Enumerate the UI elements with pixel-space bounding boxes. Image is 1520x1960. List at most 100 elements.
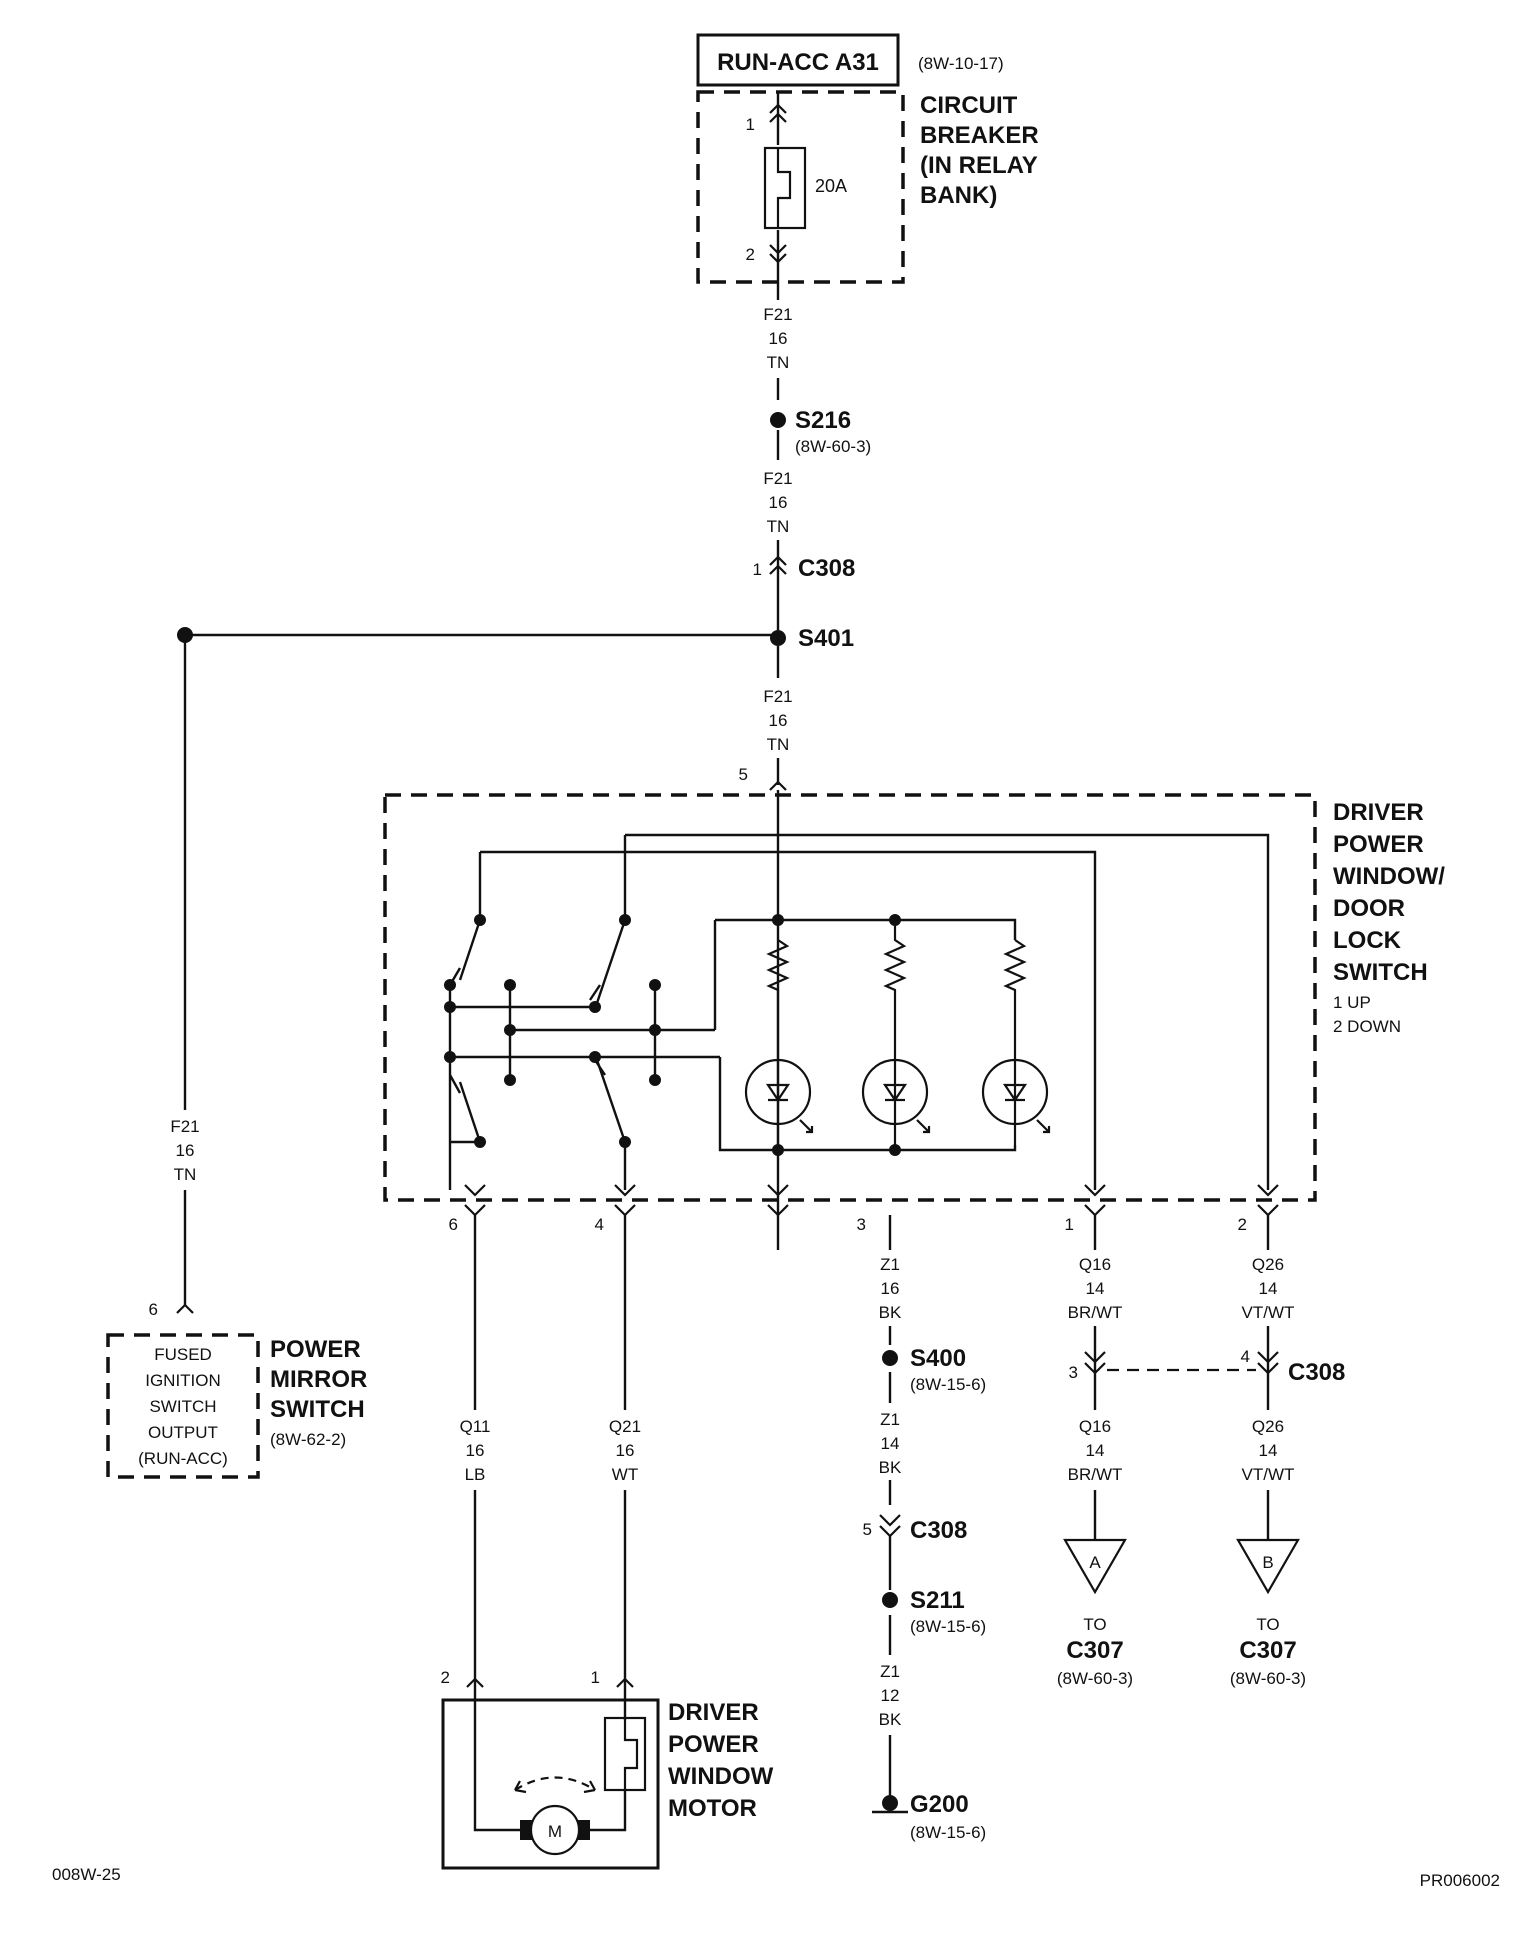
offpage-a-conn: C307 — [1066, 1637, 1123, 1664]
motor-housing — [441, 1698, 660, 1870]
offpage-a-to: TO — [1083, 1615, 1106, 1634]
ground-icon — [882, 1795, 898, 1811]
svg-text:FUSED: FUSED — [154, 1345, 212, 1364]
c308-pin1-connector-icon — [769, 555, 787, 575]
svg-text:BR/WT: BR/WT — [1068, 1303, 1123, 1322]
circuit-breaker-outline — [696, 90, 905, 284]
bus-mid-to-pin1 — [480, 850, 1097, 1190]
svg-text:POWER: POWER — [668, 1731, 759, 1758]
svg-text:DRIVER: DRIVER — [1333, 799, 1424, 826]
switch-pin-4: 4 — [595, 1215, 604, 1234]
splice-s401-dot — [770, 630, 786, 646]
splice-s211-dot — [882, 1592, 898, 1608]
splice-s216-ref: (8W-60-3) — [795, 437, 871, 456]
contact-horizontals — [450, 1005, 720, 1059]
switch-upper-feeds — [478, 835, 627, 920]
svg-text:F21: F21 — [763, 469, 792, 488]
breaker-element-box — [763, 146, 807, 230]
switch-pin-6: 6 — [449, 1215, 458, 1234]
motor-pin2-connector-icon — [466, 1677, 484, 1688]
svg-text:LOCK: LOCK — [1333, 927, 1402, 954]
svg-text:F21: F21 — [170, 1117, 199, 1136]
switch-note-up: 1 UP — [1333, 993, 1371, 1012]
svg-text:Q26: Q26 — [1252, 1255, 1284, 1274]
footer-right: PR006002 — [1420, 1871, 1500, 1890]
wire-label-z1-12: Z1 12 BK — [879, 1662, 902, 1729]
offpage-b-letter: B — [1262, 1553, 1273, 1572]
led-2-icon — [861, 1058, 931, 1150]
switch-pin-3: 3 — [857, 1215, 866, 1234]
driver-window-switch: 5 DRIVER POWER WINDOW/ DOOR LOCK SWITCH … — [383, 765, 1445, 1234]
breaker-pin2-connector-icon — [769, 244, 787, 264]
motor-pin-left: 2 — [441, 1668, 450, 1687]
breaker-title-line1: CIRCUIT — [920, 92, 1018, 119]
svg-text:Z1: Z1 — [880, 1662, 900, 1681]
switch-note-down: 2 DOWN — [1333, 1017, 1401, 1036]
motor-brush-left — [520, 1820, 532, 1840]
contact-dots — [444, 914, 901, 1156]
svg-text:MOTOR: MOTOR — [668, 1795, 757, 1822]
blade-arrow-2 — [448, 1074, 462, 1094]
switch-blade-2 — [595, 919, 627, 1004]
offpage-a-letter: A — [1089, 1553, 1101, 1572]
wire-label-z1-14: Z1 14 BK — [879, 1410, 902, 1477]
feed-circuit: F21 16 TN S216 (8W-60-3) F21 16 TN 1 C30… — [753, 282, 871, 785]
breaker-pin1-connector-icon — [769, 103, 787, 123]
wire-label-q21: Q21 16 WT — [609, 1417, 641, 1484]
splice-s216-id: S216 — [795, 407, 851, 434]
svg-text:16: 16 — [881, 1279, 900, 1298]
splice-s400-dot — [882, 1350, 898, 1366]
svg-text:14: 14 — [881, 1434, 900, 1453]
offpage-a-triangle-icon — [1063, 1538, 1127, 1595]
lock-circuits: Q16 14 BR/WT Q26 14 VT/WT 3 4 C308 Q16 1… — [776, 1190, 1345, 1688]
switch-pin-1: 1 — [1065, 1215, 1074, 1234]
c308-pin4-connector-icon — [1257, 1351, 1279, 1375]
svg-text:SWITCH: SWITCH — [149, 1397, 216, 1416]
svg-text:16: 16 — [769, 329, 788, 348]
offpage-a-ref: (8W-60-3) — [1057, 1669, 1133, 1688]
offpage-b: B TO C307 (8W-60-3) — [1230, 1538, 1306, 1688]
c308-pin4: 4 — [1241, 1347, 1250, 1366]
svg-text:TN: TN — [767, 517, 790, 536]
svg-text:Q21: Q21 — [609, 1417, 641, 1436]
svg-text:TN: TN — [767, 735, 790, 754]
offpage-b-conn: C307 — [1239, 1637, 1296, 1664]
circuit-breaker: 1 2 20A CIRCUIT BREAKER (IN RELAY BANK) — [696, 90, 1039, 284]
switch-pin-2: 2 — [1238, 1215, 1247, 1234]
svg-text:Q26: Q26 — [1252, 1417, 1284, 1436]
mirror-box-text: FUSED IGNITION SWITCH OUTPUT (RUN-ACC) — [138, 1345, 228, 1468]
c308-top-label: C308 — [798, 555, 855, 582]
svg-text:SWITCH: SWITCH — [1333, 959, 1428, 986]
wire-label-f21-d: F21 16 TN — [170, 1117, 199, 1184]
switch-blades — [448, 919, 627, 1143]
led-supply-bus — [715, 918, 1017, 940]
wire-label-q26-b: Q26 14 VT/WT — [1242, 1417, 1295, 1484]
motor-pin-right: 1 — [591, 1668, 600, 1687]
motor-title: DRIVER POWER WINDOW MOTOR — [668, 1699, 774, 1822]
svg-text:OUTPUT: OUTPUT — [148, 1423, 218, 1442]
svg-text:16: 16 — [616, 1441, 635, 1460]
svg-text:Q16: Q16 — [1079, 1417, 1111, 1436]
offpage-b-ref: (8W-60-3) — [1230, 1669, 1306, 1688]
resistor-3-icon — [1003, 939, 1027, 1060]
offpage-b-to: TO — [1256, 1615, 1279, 1634]
svg-text:14: 14 — [1259, 1441, 1278, 1460]
svg-text:Z1: Z1 — [880, 1410, 900, 1429]
lock-c308-pass — [1093, 1340, 1270, 1410]
mirror-title: POWER MIRROR SWITCH — [270, 1336, 367, 1423]
svg-text:POWER: POWER — [270, 1336, 361, 1363]
svg-text:16: 16 — [769, 493, 788, 512]
bus-top-to-pin2 — [625, 833, 1270, 1190]
breaker-pin-bottom: 2 — [746, 245, 755, 264]
blade-arrow-3 — [589, 984, 601, 1001]
svg-text:WINDOW/: WINDOW/ — [1333, 863, 1445, 890]
switch-output-wires — [448, 1057, 780, 1190]
svg-text:14: 14 — [1086, 1441, 1105, 1460]
wire-label-q26-a: Q26 14 VT/WT — [1242, 1255, 1295, 1322]
svg-text:F21: F21 — [763, 687, 792, 706]
wire-label-q11: Q11 16 LB — [460, 1417, 491, 1484]
source-ref: (8W-10-17) — [918, 54, 1004, 73]
wire-label-q16-b: Q16 14 BR/WT — [1068, 1417, 1123, 1484]
breaker-title-line3: (IN RELAY — [920, 152, 1038, 179]
